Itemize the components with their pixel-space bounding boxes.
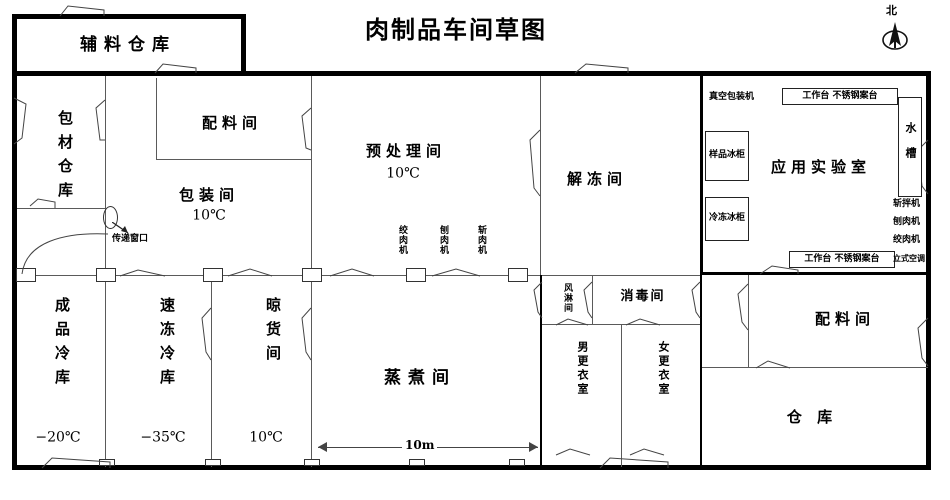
dimension-arrow-right-icon	[529, 442, 538, 452]
partition-chengpin-right	[105, 275, 106, 467]
room-label-chengpin-lengku: 成品冷库	[53, 297, 71, 393]
partition-baozhuang-right	[311, 76, 312, 275]
page-title: 肉制品车间草图	[365, 16, 547, 44]
partition-baocai-bottom	[17, 208, 105, 209]
column-marker	[16, 268, 36, 282]
equipment-label-yangpin-binggui: 样品冰柜	[708, 150, 745, 161]
partition-cangku-top	[702, 367, 928, 368]
wall-lab-bottom	[700, 272, 931, 275]
column-marker	[302, 268, 322, 282]
room-label-xiaodu-jian: 消毒间	[620, 289, 666, 305]
north-label: 北	[886, 4, 897, 17]
room-label-nan-gengyishi: 男更衣室	[576, 341, 589, 397]
wall-annex-right	[241, 14, 246, 76]
room-temp-sudong-lengku: −35℃	[140, 429, 186, 446]
partition-peiliao1-bottom	[156, 159, 312, 160]
wall-lab-left	[700, 71, 703, 275]
room-label-fuliao-cangku: 辅料仓库	[80, 35, 176, 56]
room-label-sudong-lengku: 速冻冷库	[158, 297, 176, 393]
column-marker	[508, 268, 528, 282]
room-label-baozhuang-jian: 包装间	[178, 186, 240, 205]
partition-corridor-top	[17, 275, 540, 276]
room-label-yingyong-shiyanshi: 应用实验室	[770, 158, 872, 177]
room-label-nv-gengyishi: 女更衣室	[657, 341, 670, 397]
equipment-label-lengdong-binggui: 冷冻冰柜	[708, 213, 745, 224]
equipment-box-gongzuotai-bottom: 工作台 不锈钢案台	[789, 251, 895, 268]
room-label-yuchuli-jian: 预处理间	[365, 142, 447, 161]
partition-lianghuo-right	[311, 275, 312, 467]
room-label-fenglin-jian: 风淋间	[562, 283, 572, 313]
transfer-window-ellipse-icon	[103, 206, 118, 229]
column-marker-bottom	[99, 459, 115, 466]
partition-locker-mid	[621, 324, 622, 467]
partition-yuchuli-right	[540, 76, 541, 275]
north-arrow-icon	[882, 22, 908, 50]
dimension-arrow-left-icon	[318, 442, 327, 452]
equipment-box-shuicao: 水槽	[898, 97, 922, 197]
partition-baocai-right	[105, 76, 106, 275]
equipment-label-zhanbanji: 斩拌机	[893, 199, 921, 209]
equipment-label-gongzuotai-top: 工作台 不锈钢案台	[802, 90, 878, 101]
partition-peiliao2-left	[748, 275, 749, 368]
transfer-window-label: 传递窗口	[112, 234, 149, 244]
room-label-jiedong-jian: 解冻间	[566, 170, 628, 189]
partition-fenglin-right	[592, 275, 593, 325]
equipment-box-lengdong-binggui: 冷冻冰柜	[705, 197, 749, 241]
wall-locker-right	[700, 275, 702, 467]
equipment-box-yangpin-binggui: 样品冰柜	[705, 131, 749, 181]
equipment-label-baorouji: 刨肉机	[438, 225, 448, 255]
wall-locker-left	[540, 275, 542, 467]
column-marker-bottom	[304, 459, 320, 466]
column-marker	[96, 268, 116, 282]
equipment-label-jiaorouji-2: 绞肉机	[893, 235, 921, 245]
equipment-label-baorouji-2: 刨肉机	[893, 217, 921, 227]
wall-exterior-right	[926, 71, 931, 470]
partition-corridor-right	[542, 275, 700, 276]
callout-arrow-icon	[112, 222, 129, 234]
room-label-peiliao-jian-1: 配料间	[201, 114, 263, 133]
wall-exterior-bottom	[12, 465, 931, 470]
partition-peiliao1-left	[156, 78, 157, 160]
wall-exterior-top-main	[241, 71, 931, 76]
dimension-line-10m: 10m	[318, 438, 538, 454]
room-temp-lianghuo-jian: 10℃	[249, 429, 283, 446]
room-temp-yuchuli-jian: 10℃	[386, 165, 420, 182]
column-marker-bottom	[409, 459, 425, 466]
equipment-label-shuicao: 水槽	[904, 122, 917, 172]
room-label-cangku: 仓 库	[786, 408, 838, 427]
wall-annex-bottom	[12, 71, 246, 76]
room-label-zhengzhu-jian: 蒸煮间	[384, 368, 456, 389]
equipment-label-jiaorouji: 绞肉机	[397, 225, 407, 255]
wall-exterior-left-annex	[12, 14, 17, 76]
dimension-label: 10m	[402, 438, 438, 452]
partition-sudong-right	[211, 275, 212, 467]
room-temp-chengpin-lengku: −20℃	[35, 429, 81, 446]
equipment-label-zhenkong-baozhuangji: 真空包装机	[709, 92, 755, 102]
equipment-box-gongzuotai-top: 工作台 不锈钢案台	[782, 88, 898, 105]
equipment-label-gongzuotai-bottom: 工作台 不锈钢案台	[804, 253, 880, 264]
room-label-lianghuo-jian: 晾货间	[264, 297, 282, 369]
column-marker-bottom	[509, 459, 525, 466]
room-label-baocai-cangku: 包材仓库	[56, 110, 74, 206]
room-label-peiliao-jian-2: 配料间	[814, 310, 876, 329]
column-marker	[406, 268, 426, 282]
wall-exterior-top-annex	[12, 14, 246, 19]
wall-exterior-left	[12, 76, 17, 470]
room-temp-baozhuang-jian: 10℃	[192, 207, 226, 224]
equipment-label-lishi-kongtiao: 立式空调	[893, 254, 925, 263]
column-marker	[203, 268, 223, 282]
column-marker-bottom	[205, 459, 221, 466]
transfer-window-swing-arc	[21, 233, 109, 275]
equipment-label-zhanrouji: 斩肉机	[476, 225, 486, 255]
